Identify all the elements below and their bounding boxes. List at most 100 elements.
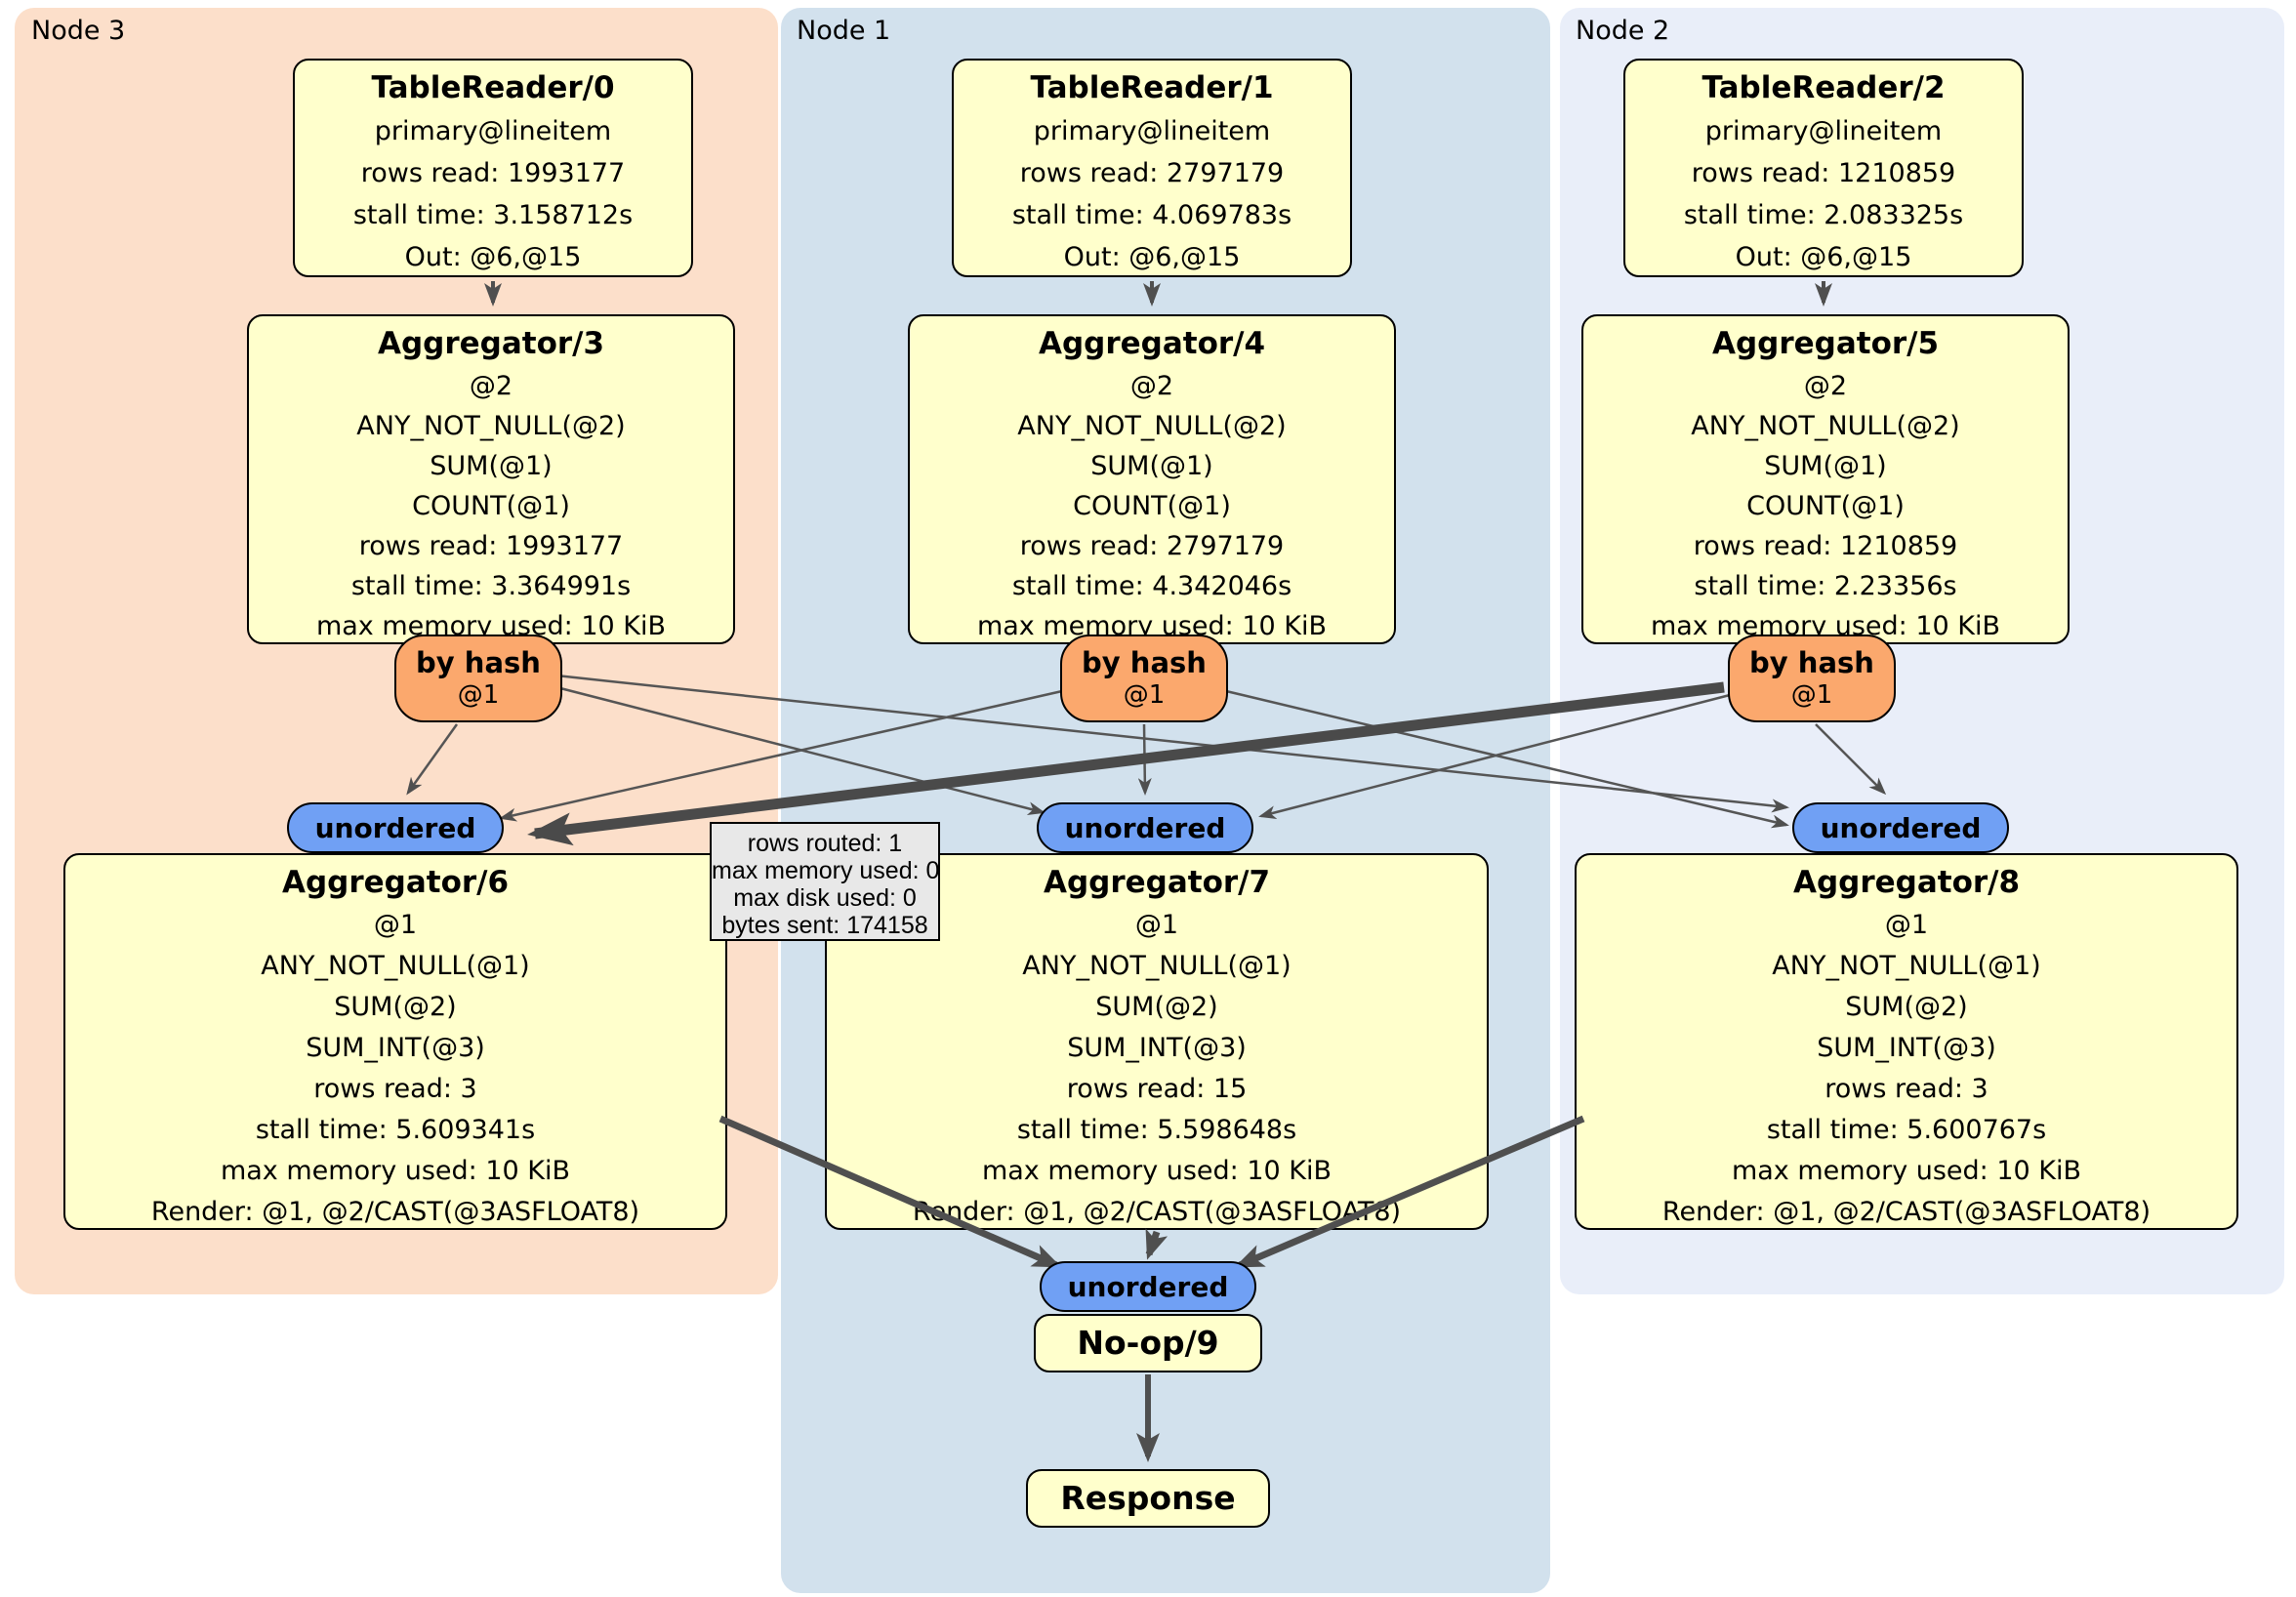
region-label-node-2: Node 2: [1576, 16, 1670, 46]
box-line: SUM_INT(@3): [306, 1033, 485, 1063]
box-line: Out: @6,@15: [1735, 242, 1912, 272]
router-key: @1: [1123, 680, 1166, 710]
router-key: @1: [1790, 680, 1833, 710]
box-line: @2: [1129, 371, 1174, 401]
box-title: Aggregator/4: [1038, 326, 1266, 361]
box-title: Aggregator/5: [1711, 326, 1940, 361]
region-label-node-1: Node 1: [797, 16, 891, 46]
box-body: primary@lineitem rows read: 2797179 stall …: [954, 110, 1350, 278]
box-line: stall time: 2.23356s: [1694, 571, 1957, 601]
sync-unordered-node2[interactable]: unordered: [1792, 802, 2009, 853]
box-line: ANY_NOT_NULL(@1): [1022, 951, 1292, 981]
box-line: @1: [373, 910, 418, 940]
box-line: @1: [1884, 910, 1929, 940]
box-line: max memory used: 10 KiB: [220, 1156, 571, 1186]
box-line: COUNT(@1): [1746, 491, 1905, 521]
box-line: ANY_NOT_NULL(@1): [1772, 951, 2041, 981]
box-line: SUM(@2): [1845, 992, 1968, 1022]
box-line: @1: [1134, 910, 1179, 940]
box-line: rows routed: 1: [747, 830, 903, 857]
router-3-by-hash[interactable]: by hash @1: [394, 635, 562, 722]
box-line: SUM(@2): [334, 992, 457, 1022]
box-line: max memory used: 10 KiB: [981, 1156, 1332, 1186]
box-line: ANY_NOT_NULL(@2): [1017, 411, 1287, 441]
response-box[interactable]: Response: [1026, 1469, 1270, 1528]
box-line: @2: [1803, 371, 1848, 401]
box-line: Out: @6,@15: [404, 242, 582, 272]
box-line: stall time: 5.598648s: [1016, 1115, 1297, 1145]
box-title: Aggregator/3: [377, 326, 605, 361]
box-line: Render: @1, @2/CAST(@3ASFLOAT8): [912, 1197, 1402, 1227]
box-title: Aggregator/7: [1043, 865, 1271, 900]
box-line: SUM_INT(@3): [1817, 1033, 1996, 1063]
box-line: SUM_INT(@3): [1067, 1033, 1247, 1063]
box-line: primary@lineitem: [1704, 116, 1943, 146]
box-line: rows read: 1210859: [1691, 158, 1956, 188]
box-line: rows read: 1210859: [1693, 531, 1958, 561]
box-line: ANY_NOT_NULL(@2): [1691, 411, 1960, 441]
box-line: max memory used: 10 KiB: [1731, 1156, 2082, 1186]
sync-label: unordered: [1820, 811, 1982, 844]
router-label: by hash: [416, 646, 541, 679]
sync-unordered-node1[interactable]: unordered: [1037, 802, 1253, 853]
box-title: Response: [1060, 1479, 1236, 1517]
box-line: SUM(@1): [1090, 451, 1213, 481]
box-line: ANY_NOT_NULL(@1): [261, 951, 530, 981]
box-line: Render: @1, @2/CAST(@3ASFLOAT8): [1661, 1197, 2152, 1227]
box-line: rows read: 15: [1066, 1074, 1248, 1104]
box-title: Aggregator/8: [1792, 865, 2021, 900]
tablereader-0-box[interactable]: TableReader/0 primary@lineitem rows read:…: [293, 59, 693, 277]
tablereader-1-box[interactable]: TableReader/1 primary@lineitem rows read:…: [952, 59, 1352, 277]
box-line: max disk used: 0: [733, 884, 917, 912]
box-line: primary@lineitem: [1033, 116, 1271, 146]
box-title: TableReader/1: [1030, 70, 1274, 105]
box-line: rows read: 2797179: [1019, 158, 1285, 188]
box-line: stall time: 2.083325s: [1683, 200, 1964, 230]
box-line: stall time: 3.158712s: [352, 200, 634, 230]
router-label: by hash: [1082, 646, 1207, 679]
sync-unordered-node3[interactable]: unordered: [287, 802, 504, 853]
box-line: @2: [469, 371, 513, 401]
sync-label: unordered: [314, 811, 476, 844]
router-key: @1: [457, 680, 500, 710]
box-body: primary@lineitem rows read: 1993177 stall …: [295, 110, 691, 278]
sync-label: unordered: [1064, 811, 1226, 844]
box-line: Out: @6,@15: [1063, 242, 1241, 272]
box-title: TableReader/0: [371, 70, 615, 105]
noop-9-box[interactable]: No-op/9: [1034, 1314, 1262, 1372]
box-line: SUM(@1): [1764, 451, 1887, 481]
box-line: stall time: 4.342046s: [1011, 571, 1292, 601]
box-line: stall time: 5.609341s: [255, 1115, 536, 1145]
router-4-by-hash[interactable]: by hash @1: [1060, 635, 1228, 722]
box-line: rows read: 1993177: [360, 158, 626, 188]
sync-unordered-final[interactable]: unordered: [1040, 1261, 1256, 1312]
box-line: SUM(@1): [430, 451, 553, 481]
router-5-by-hash[interactable]: by hash @1: [1728, 635, 1896, 722]
box-line: rows read: 1993177: [358, 531, 624, 561]
box-line: COUNT(@1): [412, 491, 570, 521]
region-label-node-3: Node 3: [31, 16, 126, 46]
box-line: bytes sent: 174158: [721, 912, 928, 939]
box-line: primary@lineitem: [374, 116, 612, 146]
box-line: stall time: 3.364991s: [350, 571, 632, 601]
box-line: stall time: 4.069783s: [1011, 200, 1292, 230]
box-line: Render: @1, @2/CAST(@3ASFLOAT8): [150, 1197, 640, 1227]
box-line: COUNT(@1): [1073, 491, 1231, 521]
box-line: rows read: 3: [313, 1074, 477, 1104]
box-line: SUM(@2): [1095, 992, 1218, 1022]
